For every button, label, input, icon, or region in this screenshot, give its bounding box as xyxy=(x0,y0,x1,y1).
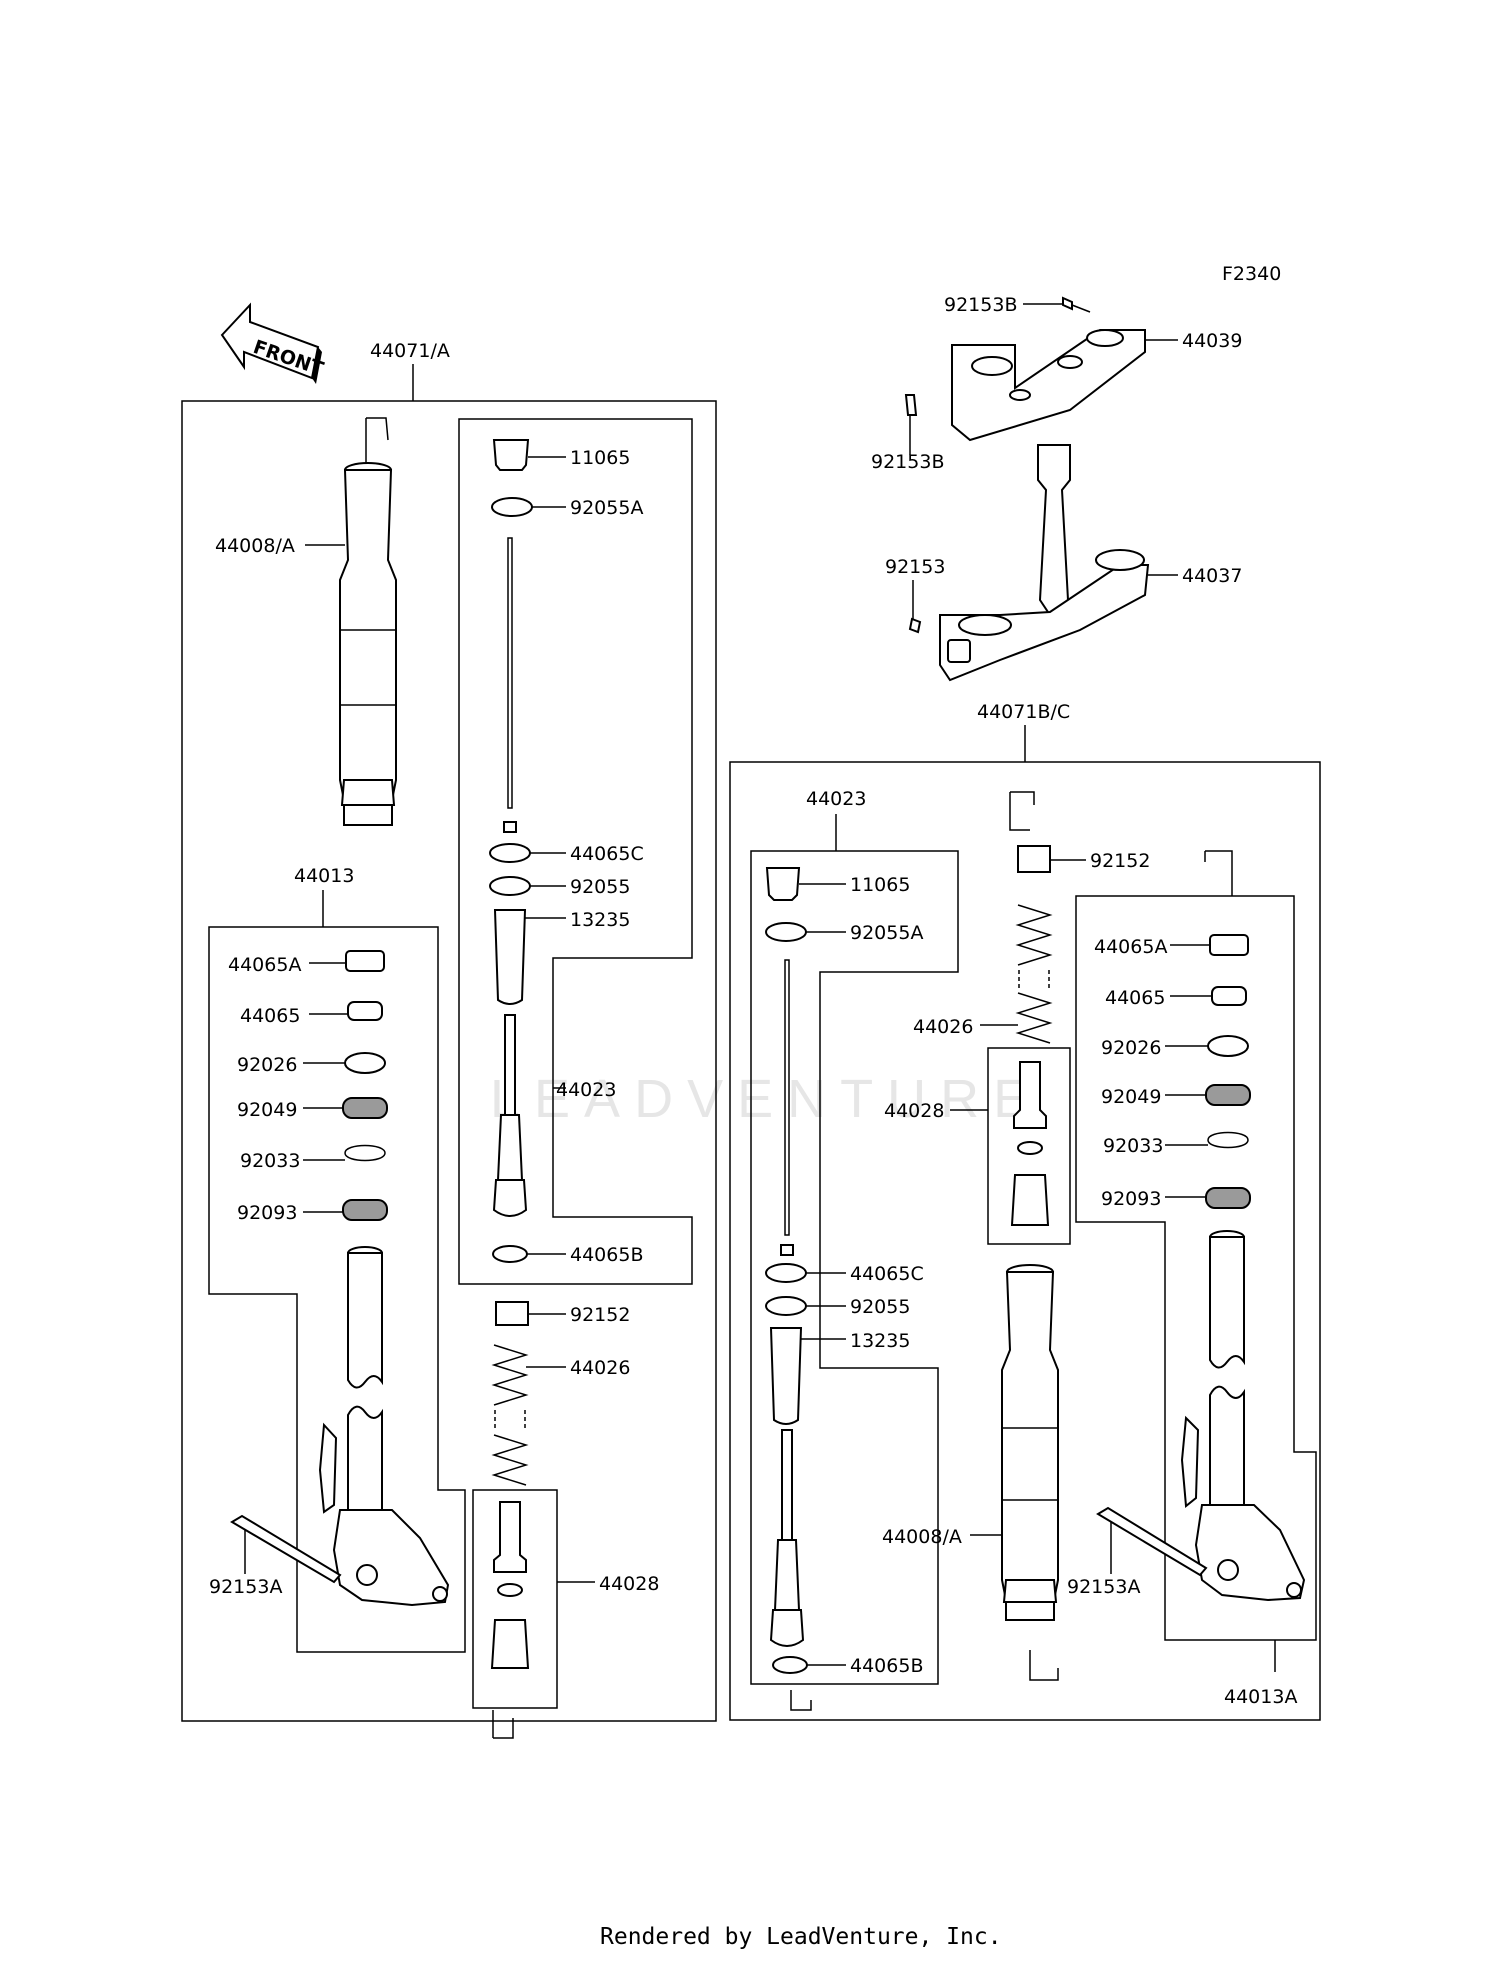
label-spring-left: 44026 xyxy=(570,1357,630,1379)
label-oring-right: 92055 xyxy=(850,1296,910,1318)
spacer-frame-left xyxy=(472,1489,558,1709)
inner-parts-right: 44065A 44065 92026 92049 92033 92093 xyxy=(1094,934,1251,1210)
inner-assembly-frame-right xyxy=(1075,895,1317,1641)
front-arrow-icon: FRONT xyxy=(220,302,326,384)
left-assembly-label: 44071/A xyxy=(370,340,450,362)
label-axle-bolt-left: 92153A xyxy=(209,1576,282,1598)
label-upper-bolt-b: 92153B xyxy=(871,451,944,473)
label-oring-a-right: 92055A xyxy=(850,922,923,944)
label-collar-left: 13235 xyxy=(570,909,630,931)
outer-tube-left: 44008/A xyxy=(215,417,397,826)
spacer-group-left: 44028 xyxy=(490,1501,659,1739)
left-fork-assembly: 44071/A 44008/A 44013 44065A 44065 9 xyxy=(181,340,717,1739)
label-piston-ring-c-left: 44065C xyxy=(570,843,644,865)
label-axle-bolt-right: 92153A xyxy=(1067,1576,1140,1598)
label-spring-right: 44026 xyxy=(913,1016,973,1038)
cartridge-right: 11065 92055A 44065C 92055 13235 44065B xyxy=(765,867,924,1711)
footer-credit: Rendered by LeadVenture, Inc. xyxy=(600,1924,1002,1950)
label-bushing-a-right: 44065A xyxy=(1094,936,1167,958)
label-dust-seal-left: 92093 xyxy=(237,1202,297,1224)
watermark: LEADVENTURE xyxy=(490,1069,1043,1129)
nut-right xyxy=(1017,845,1051,873)
label-bushing-left: 44065 xyxy=(240,1005,300,1027)
label-oring-a-left: 92055A xyxy=(570,497,643,519)
label-outer-tube-right: 44008/A xyxy=(882,1526,962,1548)
cartridge-left: 11065 92055A 44065C 92055 13235 44023 44… xyxy=(489,439,644,1266)
nut-left xyxy=(495,1301,529,1326)
cartridge-frame-left xyxy=(458,418,693,1285)
label-piston-ring-b-left: 44065B xyxy=(570,1244,643,1266)
label-circlip-right: 92033 xyxy=(1103,1135,1163,1157)
label-upper-bracket: 44039 xyxy=(1182,330,1242,352)
outer-tube-right: 44008/A xyxy=(882,1264,1059,1681)
label-piston-ring-c-right: 44065C xyxy=(850,1263,924,1285)
label-piston-ring-b-right: 44065B xyxy=(850,1655,923,1677)
label-stem: 44037 xyxy=(1182,565,1242,587)
label-spacer-group-left: 44028 xyxy=(599,1573,659,1595)
left-assembly-frame xyxy=(181,400,717,1722)
right-fork-assembly: 44071B/C 44023 11065 92055A 44065C 92055… xyxy=(729,701,1321,1721)
label-cap-bolt-right: 11065 xyxy=(850,874,910,896)
label-inner-assembly-right: 44013A xyxy=(1224,1686,1297,1708)
triple-clamp: 92153B 44039 92153B 44037 92153 xyxy=(871,294,1242,682)
label-cap-bolt-left: 11065 xyxy=(570,447,630,469)
spacer-frame-right xyxy=(987,1047,1071,1245)
label-spacer-group-right: 44028 xyxy=(884,1100,944,1122)
label-upper-bolt-a: 92153B xyxy=(944,294,1017,316)
label-nut-left: 92152 xyxy=(570,1304,630,1326)
spacer-group-right: 44028 xyxy=(884,1061,1050,1226)
inner-tube-left: 92153A xyxy=(209,1246,450,1607)
label-washer-right: 92026 xyxy=(1101,1037,1161,1059)
label-oring-left: 92055 xyxy=(570,876,630,898)
label-stem-bolt: 92153 xyxy=(885,556,945,578)
label-oil-seal-right: 92049 xyxy=(1101,1086,1161,1108)
label-washer-left: 92026 xyxy=(237,1054,297,1076)
inner-parts-left: 44065A 44065 92026 92049 92033 92093 xyxy=(228,950,388,1224)
label-circlip-left: 92033 xyxy=(240,1150,300,1172)
label-bushing-right: 44065 xyxy=(1105,987,1165,1009)
label-dust-seal-right: 92093 xyxy=(1101,1188,1161,1210)
label-bushing-a-left: 44065A xyxy=(228,954,301,976)
inner-tube-right: 92153A xyxy=(1067,1230,1306,1602)
diagram-code: F2340 xyxy=(1222,263,1281,285)
label-collar-right: 13235 xyxy=(850,1330,910,1352)
label-outer-tube-left: 44008/A xyxy=(215,535,295,557)
label-cartridge-right: 44023 xyxy=(806,788,866,810)
label-oil-seal-left: 92049 xyxy=(237,1099,297,1121)
right-assembly-label: 44071B/C xyxy=(977,701,1070,723)
label-cartridge-left: 44023 xyxy=(556,1079,616,1101)
cartridge-frame-right xyxy=(750,850,959,1685)
inner-assembly-frame-left xyxy=(208,926,466,1653)
spring-left: 44026 xyxy=(491,1344,630,1486)
spring-right: 44026 xyxy=(913,904,1053,1044)
label-inner-assembly-left: 44013 xyxy=(294,865,354,887)
label-nut-right: 92152 xyxy=(1090,850,1150,872)
